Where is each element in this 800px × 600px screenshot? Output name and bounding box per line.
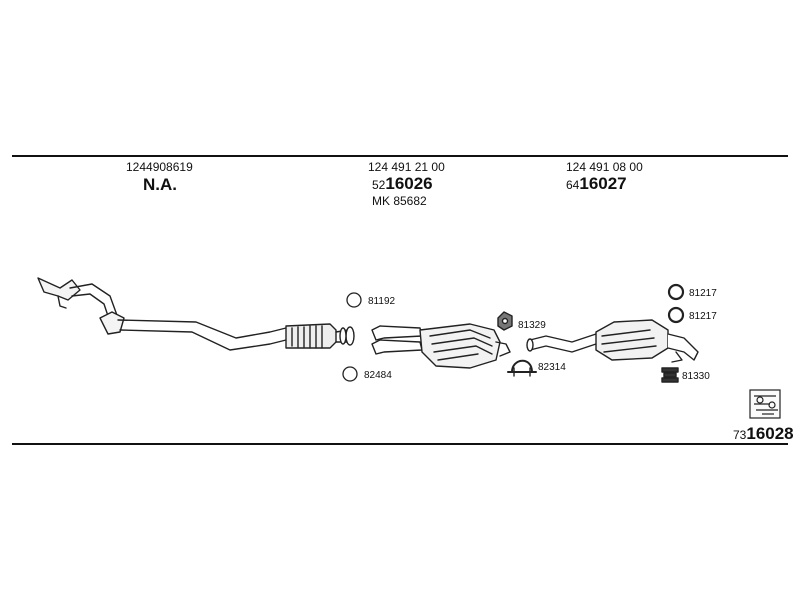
bottom-rule [12, 443, 788, 445]
ring-81192-icon [346, 292, 362, 308]
front-pipe [37, 277, 355, 351]
ring-81217b-icon [667, 306, 685, 324]
callout-81217-a: 81217 [689, 288, 717, 299]
mk-number: MK 85682 [372, 194, 427, 208]
rear-muffler [526, 319, 699, 363]
callout-81329: 81329 [518, 320, 546, 331]
part-number-2: 5216026 [372, 174, 433, 194]
part-prefix-3: 64 [566, 178, 580, 192]
oem-number-3: 124 491 08 00 [566, 160, 643, 174]
part-code-3: 16027 [579, 174, 627, 193]
callout-82484: 82484 [364, 370, 392, 381]
oem-number-2: 124 491 21 00 [368, 160, 445, 174]
part-number-3: 6416027 [566, 174, 627, 194]
ring-81217a-icon [667, 283, 685, 301]
part-code-2: 16026 [385, 174, 433, 193]
oem-number-1: 1244908619 [126, 160, 193, 174]
middle-muffler [371, 323, 511, 369]
clamp-icon [507, 359, 537, 377]
callout-81192: 81192 [368, 296, 396, 307]
part-number-1: N.A. [143, 175, 177, 194]
kit-box-icon [749, 389, 781, 419]
callout-81330: 81330 [682, 371, 710, 382]
top-rule [12, 155, 788, 157]
kit-number: 7316028 [733, 424, 794, 444]
hanger-icon [497, 311, 513, 331]
ring-82484-icon [342, 366, 358, 382]
kit-code: 16028 [746, 424, 794, 443]
callout-82314: 82314 [538, 362, 566, 373]
part-prefix-2: 52 [372, 178, 386, 192]
kit-prefix: 73 [733, 428, 747, 442]
callout-81217-b: 81217 [689, 311, 717, 322]
rubber-mount-icon [661, 367, 679, 383]
